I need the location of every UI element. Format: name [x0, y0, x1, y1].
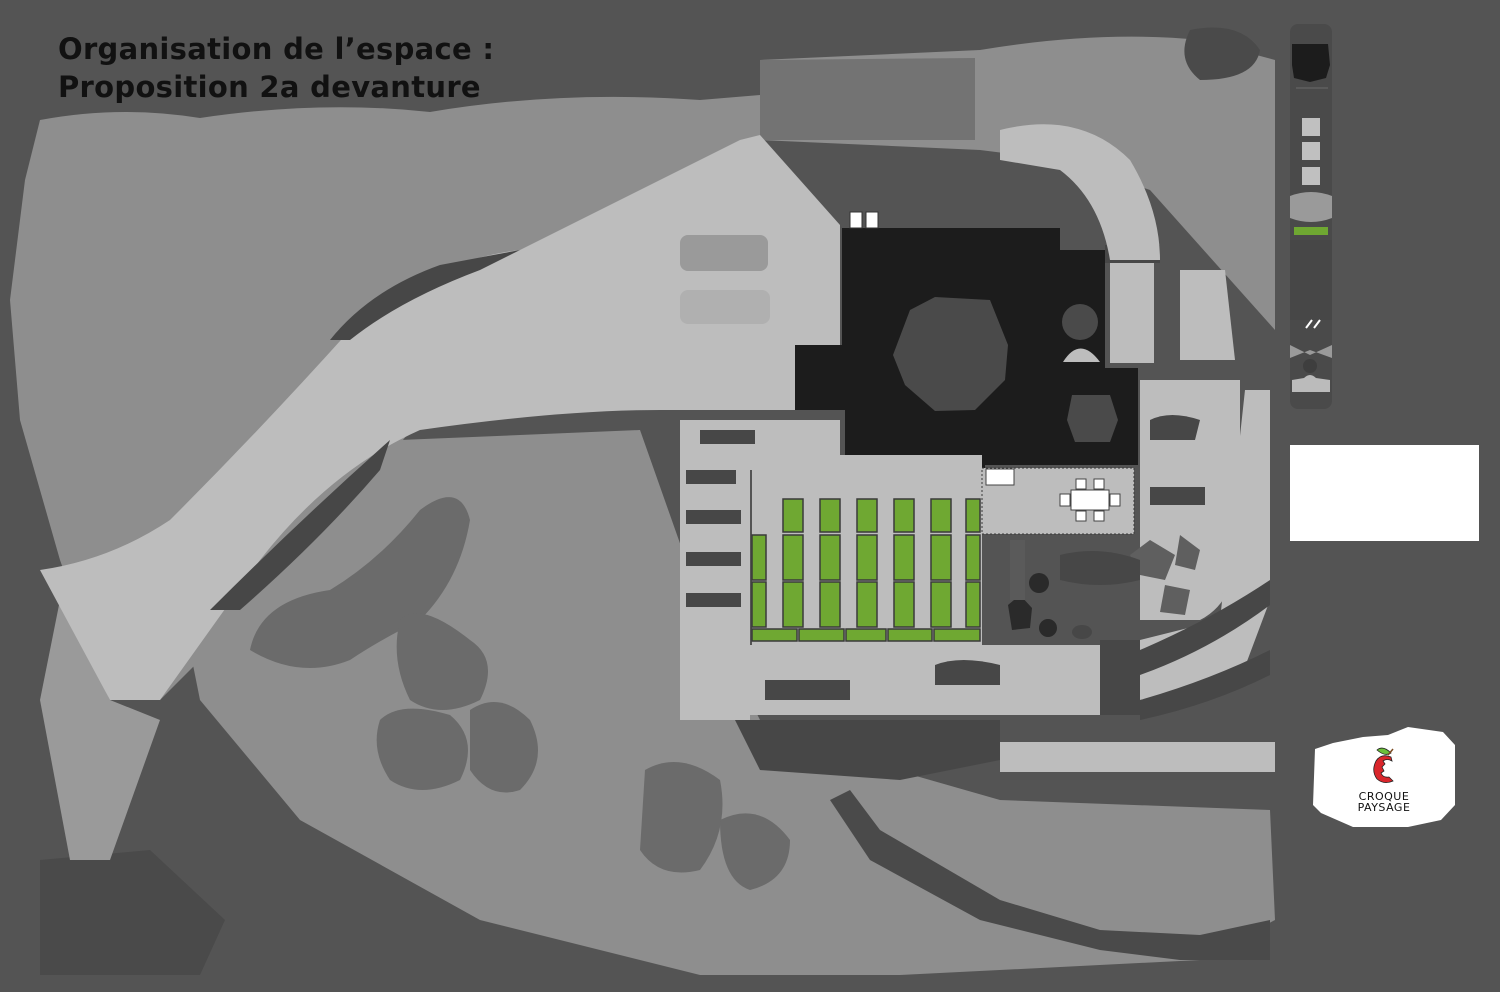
legend-lawn-swatch [1290, 192, 1332, 222]
title-line-2: Proposition 2a devanture [58, 70, 481, 104]
legend-seating-swatch [1292, 375, 1330, 392]
atrium-large [893, 297, 1008, 411]
vegetable-beds [751, 498, 981, 642]
leaf-icon [1376, 747, 1392, 755]
hedge-lower-left [40, 850, 225, 975]
trees-lower [250, 497, 790, 890]
plan-title: Organisation de l’espace : Proposition 2… [58, 30, 494, 106]
legend-bed-swatch [1294, 227, 1328, 235]
apple-icon [1373, 755, 1394, 783]
legend-text-box [1290, 445, 1479, 541]
legend-building-swatch [1292, 44, 1330, 82]
legend-planting-swatch [1290, 345, 1332, 358]
legend-hedge-swatch [1290, 240, 1332, 320]
legend-shrub-swatch-1 [1302, 118, 1320, 136]
croque-paysage-logo: CROQUE PAYSAGE [1313, 727, 1455, 829]
legend-shrub-swatch-2 [1302, 142, 1320, 160]
title-line-1: Organisation de l’espace : [58, 32, 495, 66]
path-main [40, 135, 840, 700]
outdoor-table [985, 468, 1121, 522]
logo-line-1: CROQUE [1358, 790, 1410, 803]
legend-shrub-swatch-3 [1302, 167, 1320, 185]
hedge-lower-right [735, 720, 1000, 780]
logo-line-2: PAYSAGE [1357, 801, 1411, 814]
legend-swatches [1290, 24, 1332, 409]
atrium-small [1067, 395, 1118, 442]
